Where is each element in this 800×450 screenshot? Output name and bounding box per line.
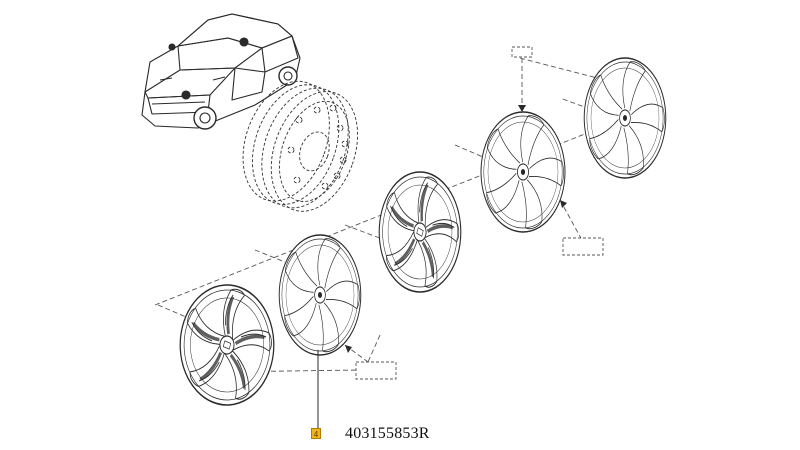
- hubcap-2-icon: [267, 217, 373, 373]
- car-icon: [141, 13, 301, 130]
- hubcap-1-icon: [168, 269, 286, 420]
- part-number-label[interactable]: 403155853R: [345, 425, 430, 442]
- hubcap-4-icon: [468, 94, 578, 250]
- callout-boxes: [355, 46, 604, 380]
- hubcap-3-icon: [367, 154, 473, 310]
- hubcap-5-icon: [572, 40, 678, 196]
- callout-index-badge[interactable]: 4: [311, 428, 321, 439]
